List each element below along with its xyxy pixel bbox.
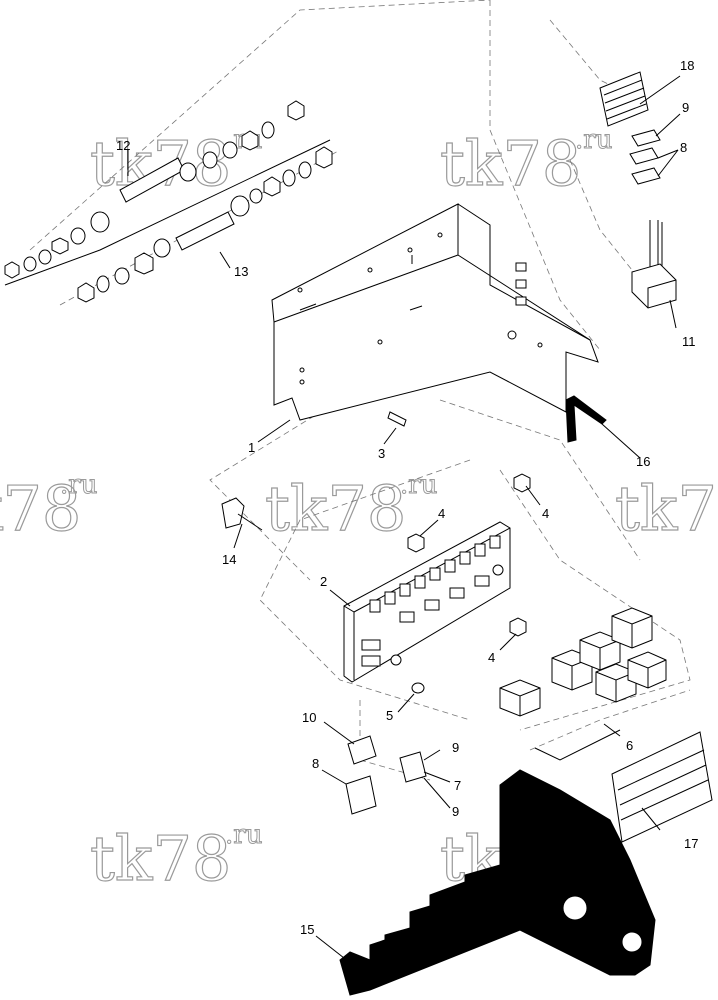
watermark-text: tk78 [615,472,718,545]
leader-lines [127,75,681,959]
relay-block [627,651,667,689]
callout-11: 11 [682,334,696,349]
callout-8: 8 [680,140,687,155]
nut-washer-row-lower [77,146,333,303]
watermark-text: tk78 [440,127,581,200]
relay-block [579,631,621,671]
fuse-group-top [629,129,661,185]
callout-4: 4 [438,506,445,521]
relay-11 [631,220,677,309]
nut-4-lower [509,617,527,637]
watermark: tk78 .ru [0,470,98,546]
clip-14 [221,497,263,531]
callout-8: 8 [312,756,319,771]
bracket-slots [515,262,527,306]
watermark: tk78 .ru [264,470,438,546]
watermark-text: tk78 [0,472,81,545]
watermark: tk78 .ru [439,125,613,201]
label-sheet-17 [611,731,713,843]
cover-plate-15 [339,769,656,996]
watermark-suffix: .ru [400,470,437,500]
callout-3: 3 [378,446,385,461]
callout-16: 16 [636,454,650,469]
board-components [361,535,504,667]
callout-labels: 1 2 3 4 4 4 5 6 7 8 8 9 9 9 10 11 12 13 … [116,58,698,937]
bracket-studs [299,255,423,311]
bracket-holes [297,232,543,385]
relay-block [595,663,637,703]
watermark: tk78 .ru [89,820,263,896]
callout-4: 4 [488,650,495,665]
relay-block [611,607,653,649]
callout-7: 7 [454,778,461,793]
watermark-suffix: .ru [225,820,262,850]
circuit-board-2 [343,521,511,683]
callout-9: 9 [682,100,689,115]
callout-2: 2 [320,574,327,589]
screw-5 [411,682,425,694]
callout-9: 9 [452,740,459,755]
nut-washer-row-upper [4,100,305,279]
callout-17: 17 [684,836,698,851]
hardware-stack-13 [4,100,333,303]
callout-1: 1 [248,440,255,455]
pin-3 [387,411,407,427]
watermark-text: tk78 [90,822,231,895]
watermark: tk78 [614,471,718,545]
mounting-bracket-1 [271,203,599,421]
l-bar-16 [565,395,607,443]
callout-13: 13 [234,264,248,279]
callout-18: 18 [680,58,694,73]
fuse-blocks-lower [345,735,427,815]
stack-guide-line [4,139,331,286]
nut-4-middle [407,533,425,553]
callout-10: 10 [302,710,316,725]
callout-4: 4 [542,506,549,521]
watermark-text: tk78 [265,472,406,545]
relay-block [499,679,541,717]
watermark-suffix: .ru [575,125,612,155]
relay-set-6 [499,607,667,761]
label-sheet-18 [599,71,649,127]
callout-6: 6 [626,738,633,753]
callout-5: 5 [386,708,393,723]
watermark-suffix: .ru [60,470,97,500]
nut-4-right [513,473,531,493]
callout-15: 15 [300,922,314,937]
callout-9: 9 [452,804,459,819]
callout-14: 14 [222,552,236,567]
relay-set-bracket [534,729,621,761]
callout-12: 12 [116,138,130,153]
